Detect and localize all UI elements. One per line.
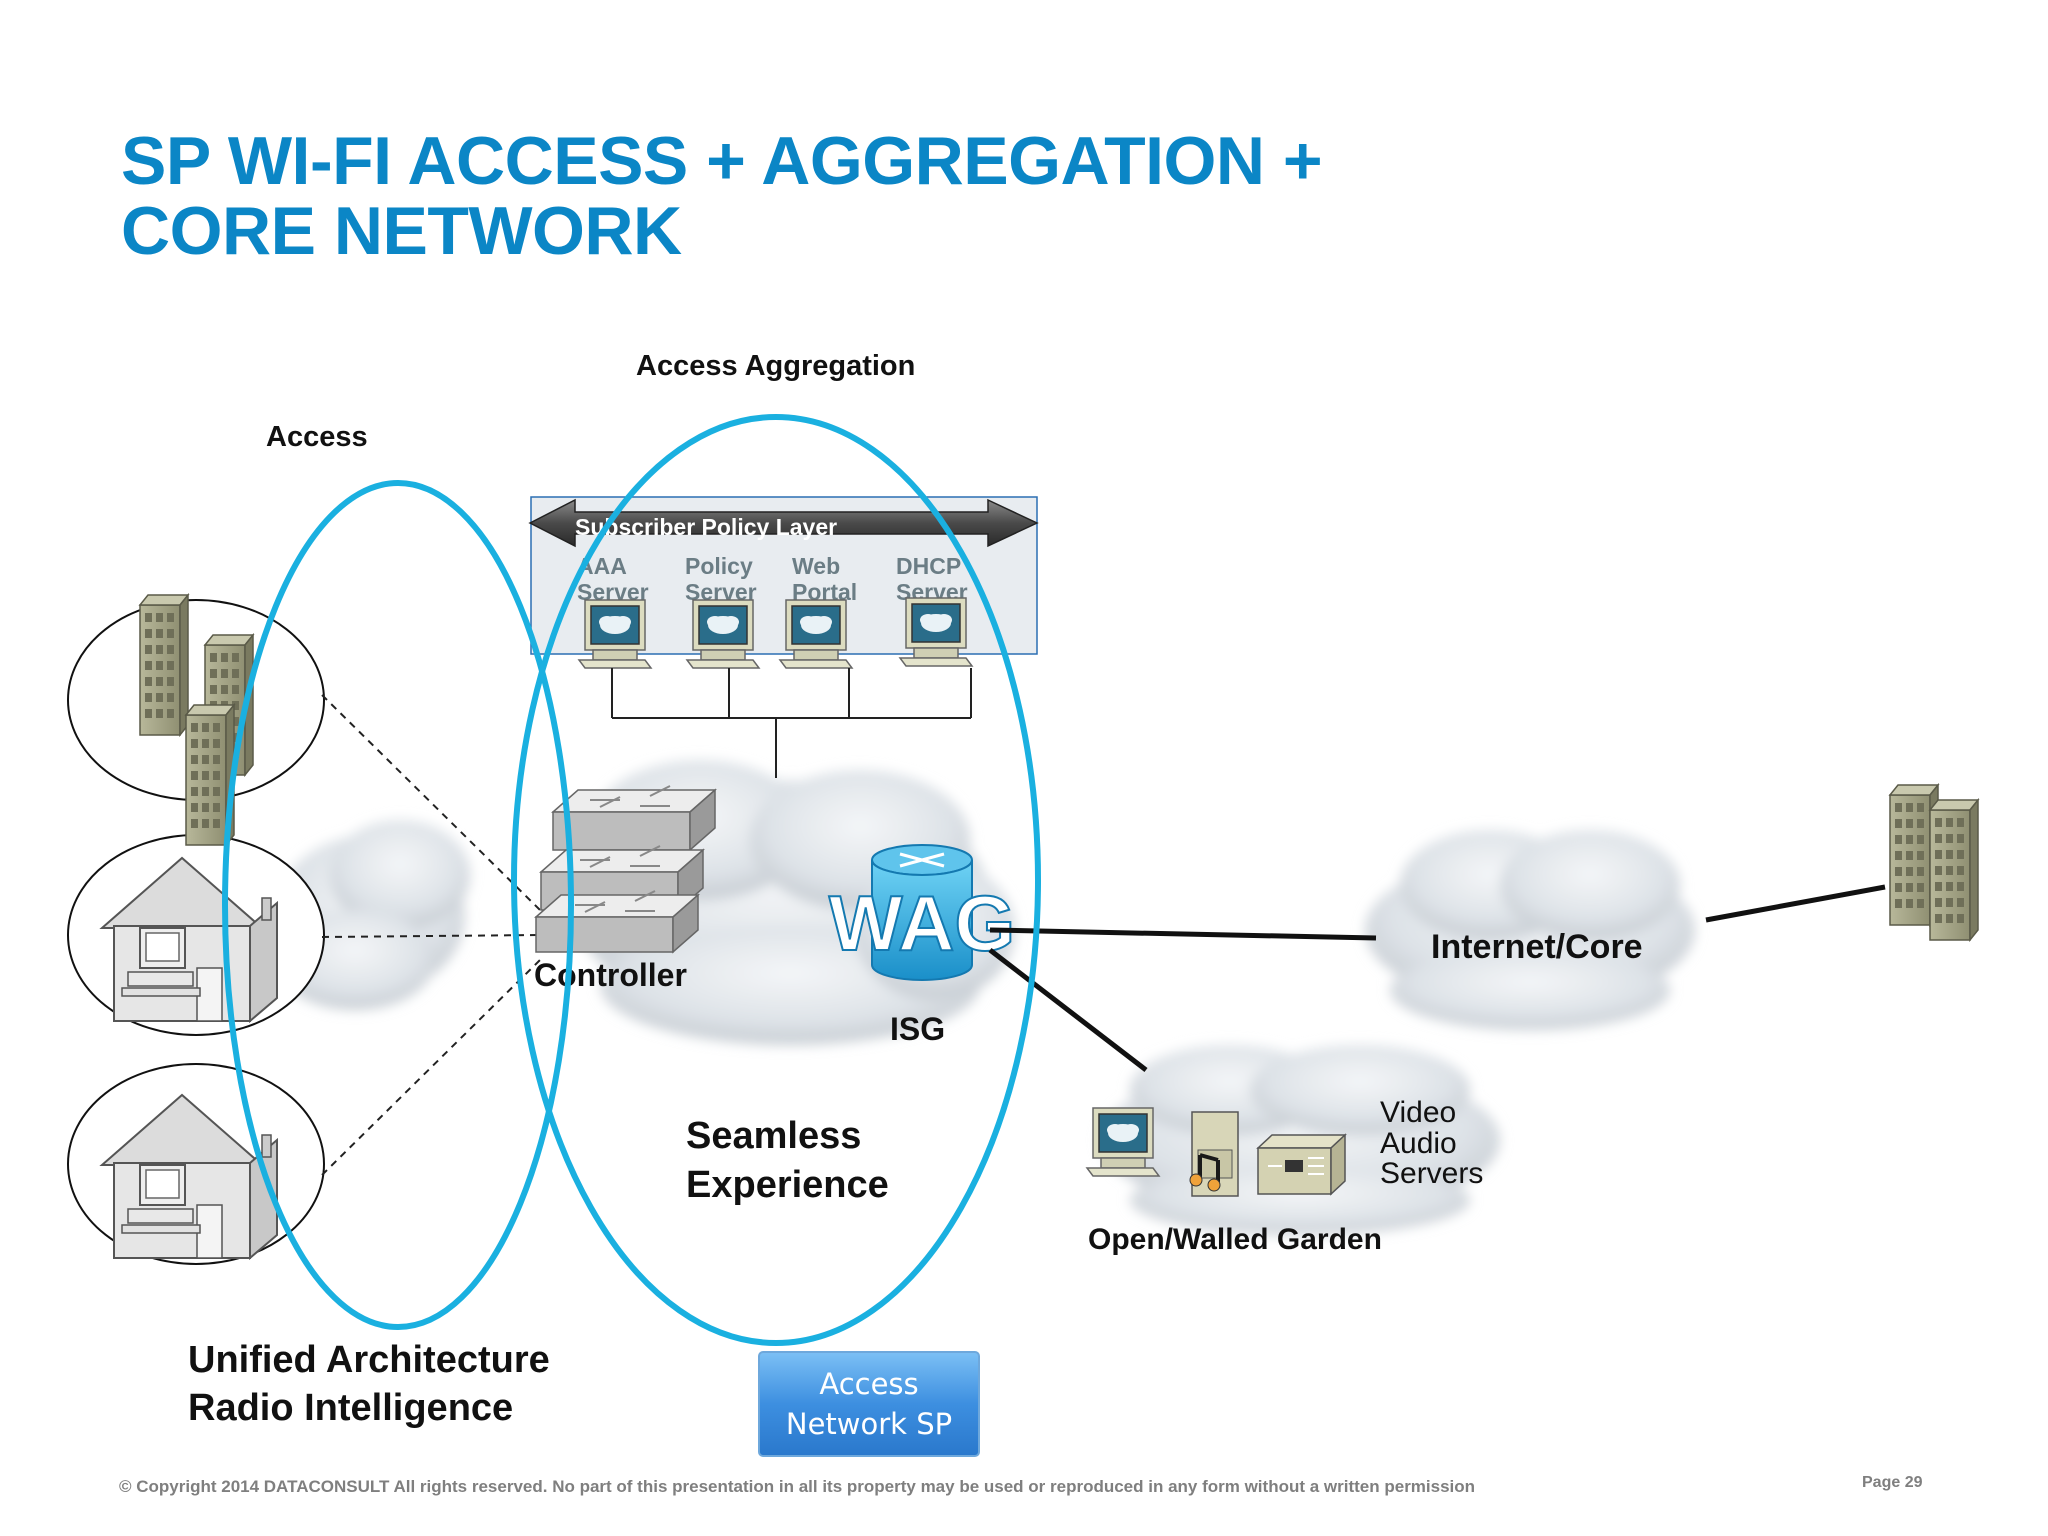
page-number: Page 29 bbox=[1862, 1474, 1923, 1491]
desktop-computer-icon bbox=[899, 597, 973, 667]
desktop-computer-icon bbox=[779, 599, 853, 669]
page-title: SP WI-FI ACCESS + AGGREGATION + CORE NET… bbox=[121, 126, 1621, 266]
seamless-line-2: Experience bbox=[686, 1164, 889, 1206]
video-label: Video bbox=[1380, 1096, 1456, 1129]
wag-router-icon: WAG bbox=[828, 844, 1016, 981]
unified-line-1: Unified Architecture bbox=[188, 1339, 550, 1381]
isg-label: ISG bbox=[890, 1011, 945, 1047]
audio-label: Audio bbox=[1380, 1127, 1457, 1160]
aggregation-zone-ellipse bbox=[511, 414, 1041, 1346]
desktop-computer-icon bbox=[578, 599, 652, 669]
wag-label: WAG bbox=[829, 879, 1015, 967]
internet-core-cloud-icon bbox=[1365, 830, 1695, 1030]
title-line-2: CORE NETWORK bbox=[121, 193, 682, 269]
title-line-1: SP WI-FI ACCESS + AGGREGATION + bbox=[121, 123, 1323, 199]
internet-core-label: Internet/Core bbox=[1431, 928, 1643, 966]
aggregation-label: Access Aggregation bbox=[636, 350, 915, 382]
double-arrow-icon bbox=[528, 498, 1039, 548]
access-zone-ellipse bbox=[222, 480, 574, 1330]
router-stack-icon bbox=[534, 785, 717, 954]
unified-line-2: Radio Intelligence bbox=[188, 1387, 513, 1429]
policy-layer-label: Subscriber Policy Layer bbox=[575, 514, 837, 540]
video-server-icon bbox=[1256, 1133, 1347, 1196]
access-label: Access bbox=[266, 421, 368, 453]
copyright-footer: © Copyright 2014 DATACONSULT All rights … bbox=[119, 1477, 1476, 1496]
access-links bbox=[321, 694, 541, 1176]
button-line-1: Access bbox=[819, 1367, 918, 1401]
dhcp-server-label-1: DHCP bbox=[896, 553, 961, 579]
servers-label: Servers bbox=[1380, 1157, 1483, 1190]
core-links bbox=[988, 884, 1886, 1072]
server-bus bbox=[611, 668, 972, 778]
garden-label: Open/Walled Garden bbox=[1088, 1223, 1382, 1256]
seamless-line-1: Seamless bbox=[686, 1115, 861, 1157]
office-building-icon bbox=[1889, 784, 1979, 941]
controller-label: Controller bbox=[534, 957, 687, 993]
desktop-computer-icon bbox=[686, 599, 760, 669]
web-portal-label-1: Web bbox=[792, 553, 840, 579]
audio-server-icon bbox=[1189, 1111, 1239, 1197]
button-line-2: Network SP bbox=[786, 1407, 952, 1441]
access-network-sp-button[interactable]: Access Network SP bbox=[758, 1351, 980, 1457]
policy-server-label-1: Policy bbox=[685, 553, 753, 579]
